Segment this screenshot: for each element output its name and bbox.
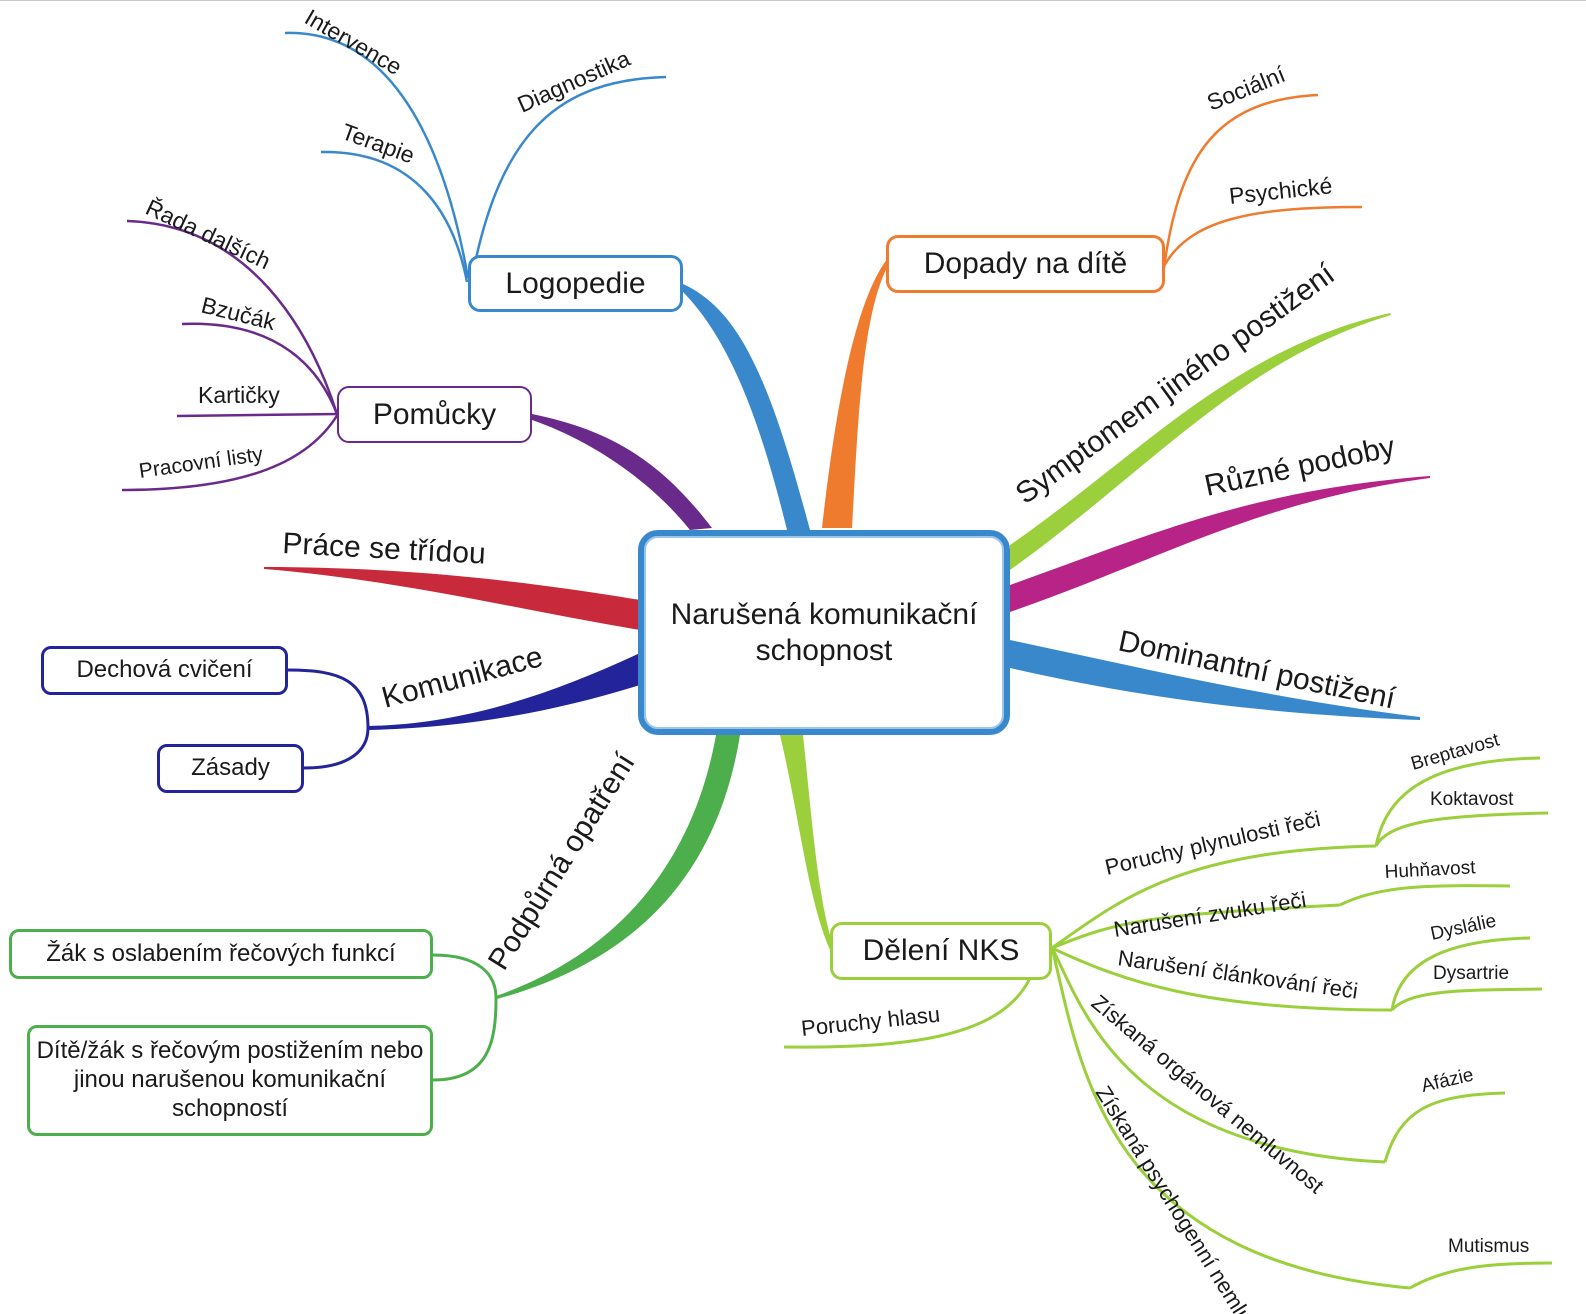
leaf-afazie: Afázie [1419, 1065, 1475, 1097]
deleni-links [783, 756, 1553, 1290]
node-dite-zak[interactable]: Dítě/žák s řečovým postižením nebo jinou… [27, 1025, 433, 1136]
node-logopedie[interactable]: Logopedie [468, 255, 683, 312]
leaf-karticky: Kartičky [198, 382, 280, 408]
branch-dominantni [1010, 640, 1420, 720]
node-zasady[interactable]: Zásady [157, 744, 304, 793]
label-ruzne-podoby: Různé podoby [1202, 430, 1398, 503]
branch-logopedie [683, 284, 810, 530]
label-naruseni-clankovani: Narušení článkování řeči [1116, 945, 1359, 1003]
label-naruseni-zvuku: Narušení zvuku řeči [1112, 887, 1308, 942]
node-dechova-cviceni[interactable]: Dechová cvičení [41, 646, 288, 695]
pomucky-links [121, 219, 340, 492]
podpurna-links [432, 953, 498, 1082]
leaf-rada-dalsich: Řada dalších [142, 194, 275, 274]
label-poruchy-plynulosti: Poruchy plynulosti řeči [1103, 806, 1323, 880]
node-pomucky-label: Pomůcky [372, 397, 497, 431]
leaf-intervence: Intervence [301, 4, 407, 80]
leaf-psychicke: Psychické [1228, 172, 1334, 209]
center-title: Narušená komunikační schopnost [670, 597, 978, 667]
dopady-links [1162, 93, 1363, 269]
leaf-socialni: Sociální [1203, 61, 1289, 116]
node-deleni-nks-label: Dělení NKS [862, 934, 1020, 967]
branch-deleni [780, 735, 833, 950]
leaf-dysartrie: Dysartrie [1433, 963, 1509, 984]
branch-podpurna [496, 735, 740, 999]
node-dopady[interactable]: Dopady na dítě [886, 235, 1165, 293]
komunikace-links [287, 668, 370, 770]
label-prace-se-tridou: Práce se třídou [282, 527, 487, 571]
branch-dopady [822, 258, 890, 528]
node-dechova-cviceni-label: Dechová cvičení [76, 656, 253, 684]
node-logopedie-label: Logopedie [505, 266, 646, 300]
node-zasady-label: Zásady [191, 754, 270, 782]
label-poruchy-hlasu: Poruchy hlasu [800, 1002, 941, 1041]
node-zak-oslabeni[interactable]: Žák s oslabením řečových funkcí [9, 929, 433, 979]
node-zak-oslabeni-label: Žák s oslabením řečových funkcí [46, 939, 396, 967]
branch-pomucky [532, 414, 712, 530]
center-node[interactable]: Narušená komunikační schopnost [638, 530, 1010, 735]
branch-komunikace [368, 653, 640, 730]
label-ziskana-organova: Získaná orgánová nemluvnost [1087, 990, 1329, 1199]
label-ziskana-psychogenni: Získaná psychogenní nemluvnost [1091, 1081, 1286, 1314]
top-border [0, 0, 1586, 1]
leaf-koktavost: Koktavost [1430, 789, 1514, 810]
leaf-mutismus: Mutismus [1448, 1236, 1529, 1257]
node-pomucky[interactable]: Pomůcky [337, 386, 532, 443]
node-deleni-nks[interactable]: Dělení NKS [830, 922, 1052, 980]
branch-prace [264, 567, 640, 630]
logopedie-links [284, 31, 667, 283]
leaf-diagnostika: Diagnostika [513, 45, 634, 118]
node-dite-zak-label: Dítě/žák s řečovým postižením nebo jinou… [36, 1037, 424, 1122]
node-dopady-label: Dopady na dítě [923, 247, 1128, 280]
leaf-huhnavost: Huhňavost [1384, 857, 1477, 883]
